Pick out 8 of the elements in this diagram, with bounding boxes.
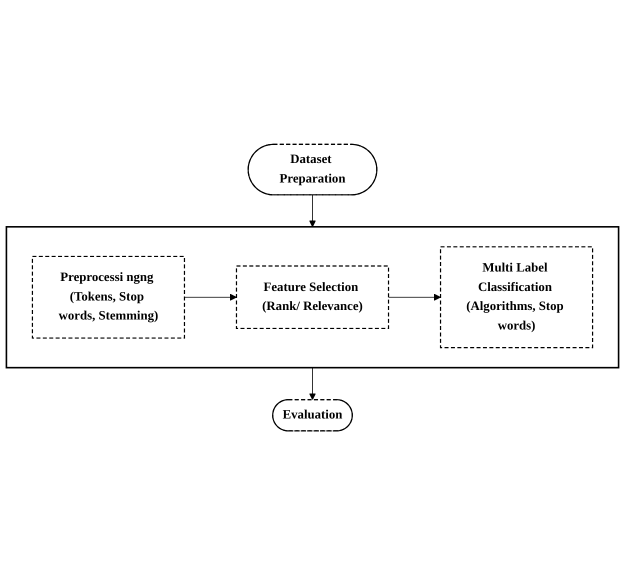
arrow [388,294,441,302]
arrow [308,368,316,400]
node-box: Feature Selection (Rank/ Relevance) [236,266,390,330]
node-box: Preprocessi ngng (Tokens, Stop words, Stemming) [32,256,186,340]
node-box: Multi Label Classification (Algorithms, Stop words) [440,246,594,349]
cluster [6,226,620,369]
arrow [184,294,237,302]
arrow [308,194,316,228]
